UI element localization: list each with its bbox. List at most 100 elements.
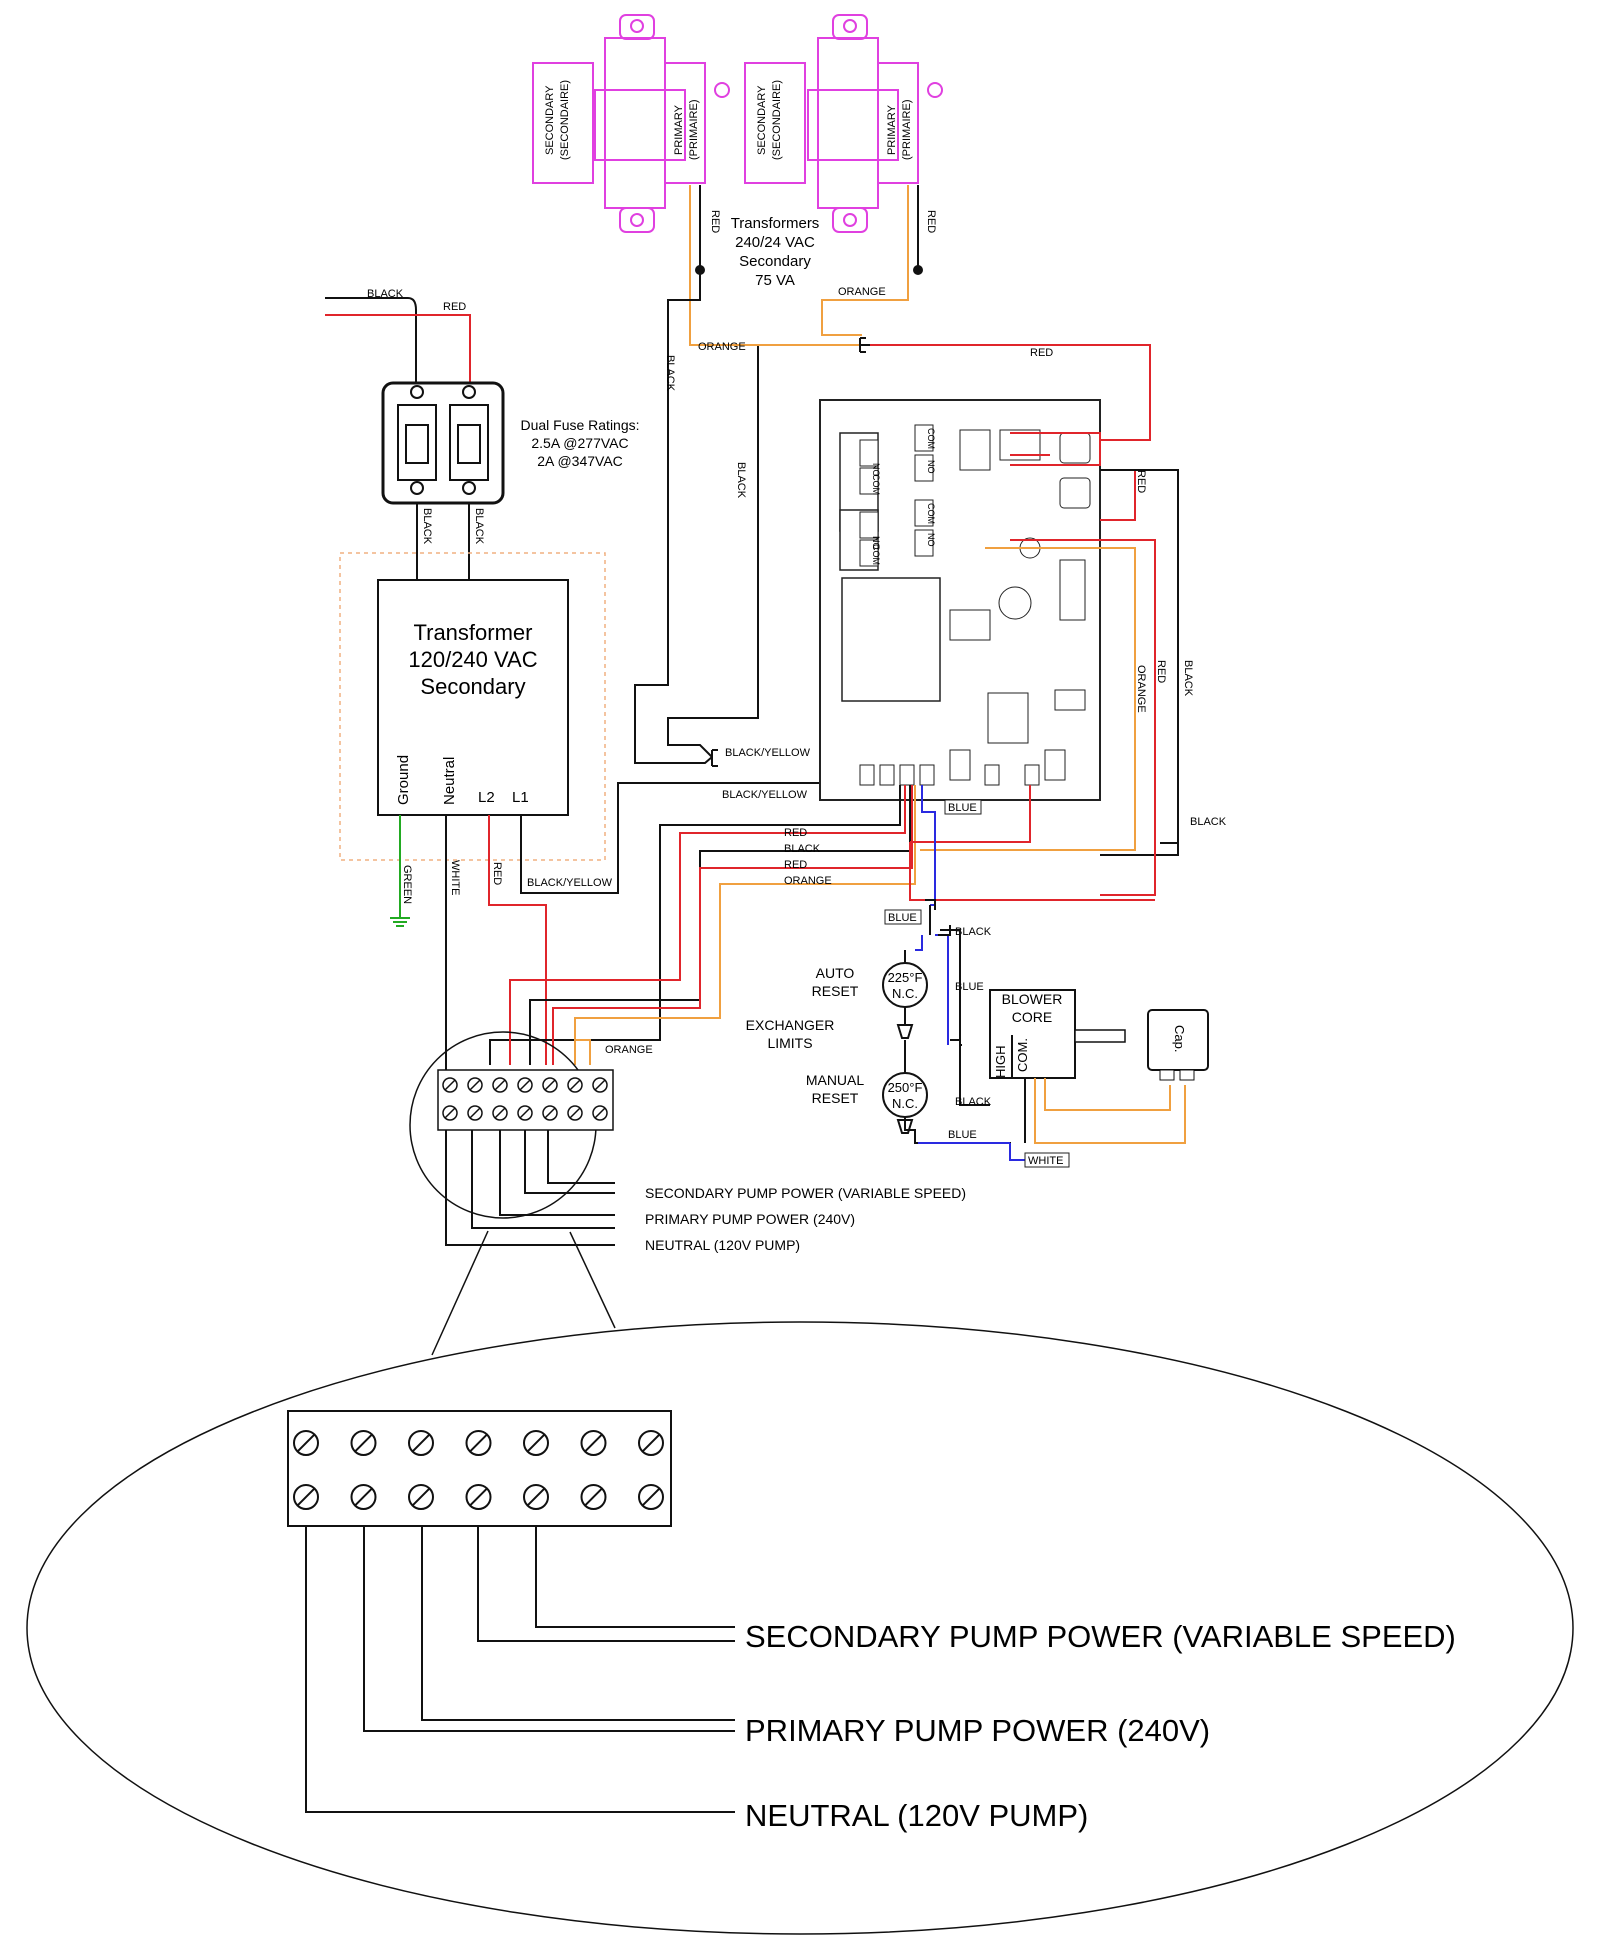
svg-text:COM: COM [871, 474, 881, 495]
wire-label-black-yellow: BLACK/YELLOW [722, 789, 808, 801]
transformer-secondary-coil [532, 62, 594, 184]
svg-text:120/240 VAC: 120/240 VAC [408, 647, 537, 672]
wire-label-red: RED [1030, 347, 1053, 359]
wire-label-blue: BLUE [948, 1129, 977, 1141]
svg-text:COM.: COM. [1015, 1038, 1030, 1072]
svg-text:250°F: 250°F [888, 1080, 923, 1095]
wire-terminal-dot [913, 265, 923, 275]
terminal-l1: L1 [512, 789, 529, 806]
svg-text:75 VA: 75 VA [755, 272, 795, 289]
terminal-screw [592, 1105, 608, 1121]
callout-primary-small: PRIMARY PUMP POWER (240V) [645, 1211, 855, 1227]
wire-label-green: GREEN [401, 865, 413, 904]
terminal-ground: Ground [395, 755, 412, 805]
blower-core: BLOWER CORE HIGH COM. [989, 989, 1186, 1144]
svg-text:AUTO: AUTO [816, 965, 855, 981]
wire-label-orange: ORANGE [784, 875, 832, 887]
fuse-holder [381, 381, 505, 505]
svg-text:240/24 VAC: 240/24 VAC [735, 234, 815, 251]
terminal-screw [542, 1105, 558, 1121]
terminal-screw [492, 1077, 508, 1093]
wire-label-blue: BLUE [955, 981, 984, 993]
terminal-screw [638, 1430, 664, 1456]
main-transformer: Transformer 120/240 VAC Secondary Ground… [377, 579, 569, 816]
terminal-screw [542, 1077, 558, 1093]
terminal-screw [465, 1430, 492, 1456]
wire-label-black: BLACK [421, 508, 433, 545]
terminal-screw [517, 1105, 533, 1121]
svg-text:Dual Fuse Ratings:: Dual Fuse Ratings: [520, 417, 639, 433]
terminal-screw [408, 1430, 434, 1456]
terminal-screw [580, 1484, 607, 1510]
terminal-screw [293, 1430, 319, 1456]
wire-label-blue: BLUE [888, 912, 917, 924]
svg-text:COM: COM [926, 503, 936, 524]
svg-text:EXCHANGER: EXCHANGER [746, 1017, 835, 1033]
terminal-screw [442, 1105, 458, 1121]
svg-text:Secondary: Secondary [420, 674, 525, 699]
primary-label-fr: (PRIMAIRE) [688, 100, 700, 161]
wire-label-red: RED [491, 862, 503, 885]
terminal-screw [442, 1077, 458, 1093]
wire-label-black: BLACK [1182, 660, 1194, 697]
exchanger-limits-label: EXCHANGER LIMITS [746, 1017, 835, 1051]
terminal-screw [592, 1077, 608, 1093]
terminal-screw [465, 1484, 492, 1510]
control-board: NO COM NO COM COM NO COM NO [819, 399, 1101, 801]
terminal-screw [567, 1077, 583, 1093]
svg-text:225°F: 225°F [888, 970, 923, 985]
svg-text:Transformer: Transformer [414, 620, 533, 645]
svg-text:NO: NO [926, 460, 936, 474]
primary-label: PRIMARY [673, 104, 685, 155]
svg-text:N.C.: N.C. [892, 986, 918, 1001]
svg-text:NO: NO [926, 533, 936, 547]
wire-label-red: RED [925, 210, 937, 233]
primary-label: PRIMARY [886, 104, 898, 155]
wire-label-red: RED [709, 210, 721, 233]
wire-label-red: RED [1135, 470, 1147, 493]
transformer-enclosure-outline [339, 552, 606, 861]
svg-text:BLOWER: BLOWER [1002, 991, 1063, 1007]
terminal-l2: L2 [478, 789, 495, 806]
wire-label-black: BLACK [367, 288, 404, 300]
callout-secondary-large: SECONDARY PUMP POWER (VARIABLE SPEED) [745, 1619, 1456, 1654]
auto-reset-limit: 225°F N.C. AUTO RESET [812, 950, 928, 1039]
wire-label-red: RED [1155, 660, 1167, 683]
wire-label-red: RED [443, 301, 466, 313]
wire-label-blue: BLUE [948, 802, 977, 814]
wire-label-orange: ORANGE [1135, 665, 1147, 713]
terminal-screw [467, 1105, 483, 1121]
transformers-caption: Transformers 240/24 VAC Secondary 75 VA [731, 215, 820, 289]
wire-label-black: BLACK [955, 1096, 992, 1108]
capacitor: Cap. [1147, 1009, 1209, 1081]
wire-label-black-yellow: BLACK/YELLOW [527, 877, 613, 889]
fuse-ratings: Dual Fuse Ratings: 2.5A @277VAC 2A @347V… [520, 417, 639, 469]
wire-label-red: RED [784, 859, 807, 871]
terminal-screw [523, 1484, 549, 1510]
svg-text:Secondary: Secondary [739, 253, 811, 270]
terminal-neutral: Neutral [441, 757, 458, 805]
wire-label-orange: ORANGE [605, 1044, 653, 1056]
transformer-24v-right: SECONDARY (SECONDAIRE) PRIMARY (PRIMAIRE… [744, 14, 943, 233]
wire-label-orange: ORANGE [838, 286, 886, 298]
wire-label-orange: ORANGE [698, 341, 746, 353]
terminal-screw [567, 1105, 583, 1121]
svg-text:COM: COM [926, 428, 936, 449]
terminal-screw [350, 1430, 377, 1456]
svg-text:NO: NO [871, 536, 881, 550]
callout-neutral-large: NEUTRAL (120V PUMP) [745, 1798, 1088, 1833]
wire-label-black-yellow: BLACK/YELLOW [725, 747, 811, 759]
terminal-screw [467, 1077, 483, 1093]
wire-label-black: BLACK [784, 843, 821, 855]
terminal-screw [408, 1484, 434, 1510]
svg-text:MANUAL: MANUAL [806, 1072, 865, 1088]
wire-label-white: WHITE [449, 860, 461, 895]
wire-label-white: WHITE [1028, 1155, 1063, 1167]
svg-text:RESET: RESET [812, 983, 859, 999]
secondary-label-fr: (SECONDAIRE) [559, 80, 571, 160]
terminal-screw [492, 1105, 508, 1121]
wire-label-black: BLACK [735, 462, 747, 499]
svg-text:LIMITS: LIMITS [767, 1035, 812, 1051]
svg-text:NO: NO [871, 463, 881, 477]
